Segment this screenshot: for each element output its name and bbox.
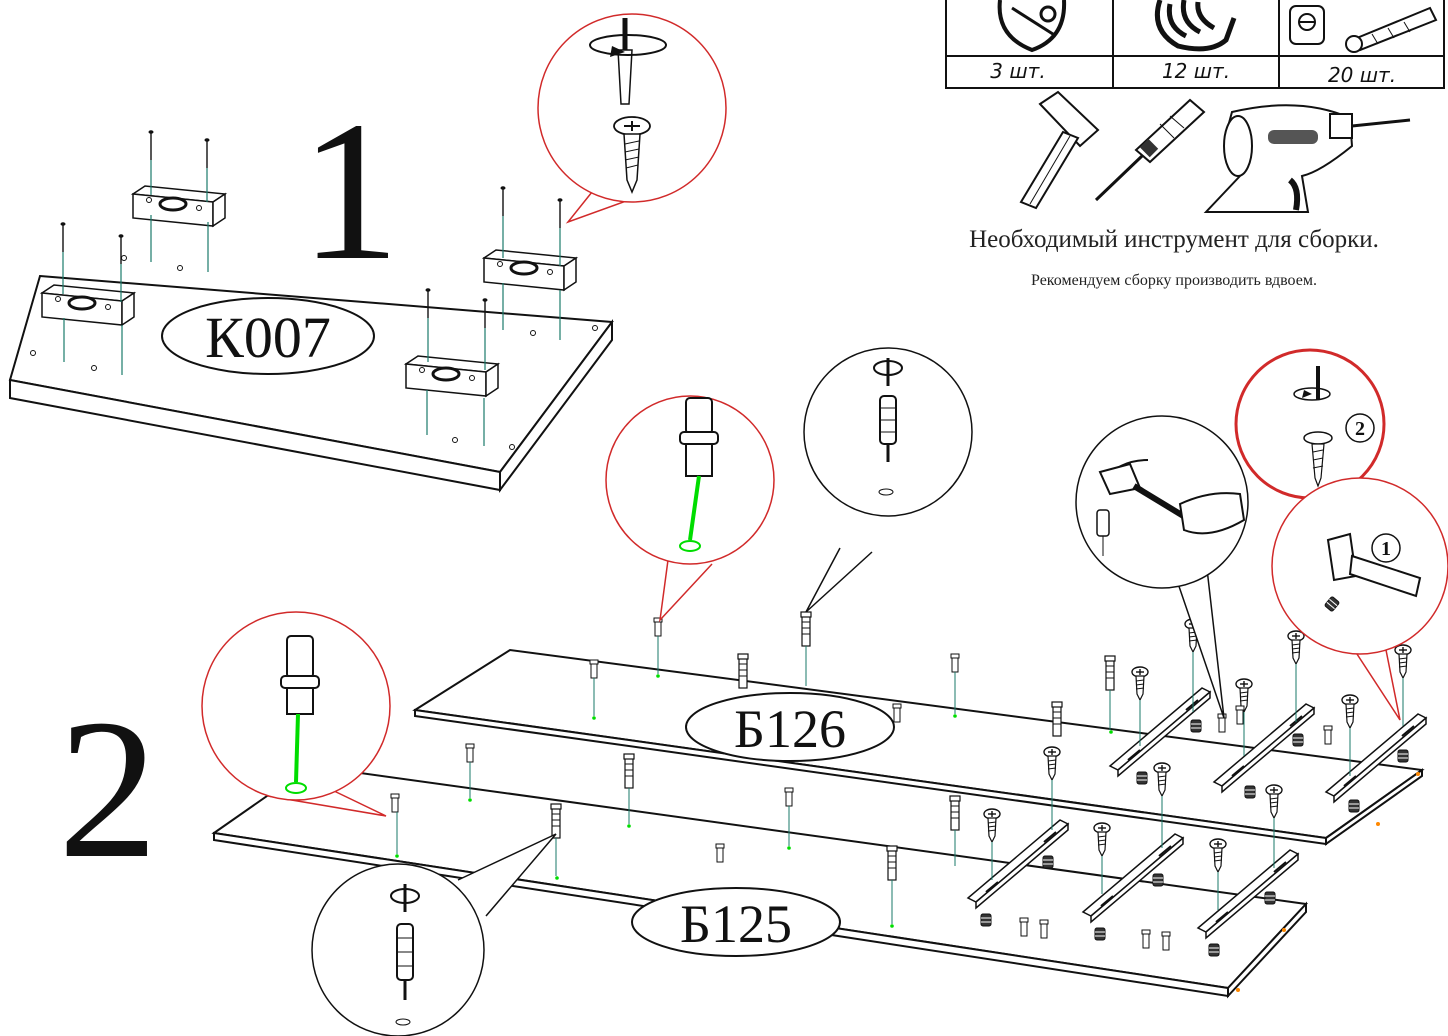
panel-label-k007: К007: [161, 297, 375, 375]
order-number-2: 2: [1355, 418, 1365, 440]
hardware-table: 3 шт. 12 шт. 20 шт.: [945, 0, 1445, 89]
step-2-number: 2: [58, 679, 158, 900]
tools-illustration: [1019, 90, 1411, 213]
shelf-fasteners: [390, 611, 1116, 928]
rail-screws: [983, 618, 1412, 910]
coupler-detail-callout: [803, 347, 973, 613]
hardware-qty: 20 шт.: [1328, 63, 1396, 87]
screw-detail-callout: [537, 13, 727, 224]
coupler-detail-callout: [311, 833, 557, 1036]
svg-text:К007: К007: [205, 305, 331, 370]
panel-k007: [8, 255, 614, 494]
hardware-qty: 3 шт.: [990, 59, 1045, 83]
mounting-block: [482, 185, 578, 340]
dowel-sleeve-icon: [1154, 0, 1237, 52]
eccentric-coupler-icon: [1289, 5, 1438, 53]
screwdriver-icon: [1094, 98, 1206, 202]
step-1-number: 1: [300, 81, 400, 302]
shelf-b126: [412, 648, 1425, 846]
drill-icon: [1203, 104, 1411, 213]
hammer-order-callout: 1: [1271, 477, 1448, 721]
step-2-group: 2 Б126 Б125: [58, 347, 1448, 1036]
mounting-block: [404, 287, 500, 446]
dowel-glue-callout: [605, 395, 775, 623]
hammer-callout: [1075, 415, 1249, 719]
svg-text:Б126: Б126: [734, 699, 846, 759]
mounting-block: [131, 129, 227, 272]
mounting-block: [40, 221, 136, 375]
hardware-qty: 12 шт.: [1162, 59, 1230, 83]
panel-label-b126: Б126: [685, 692, 895, 762]
cam-lock-icon: [997, 0, 1067, 53]
tools-note: Рекомендуем сборку производить вдвоем.: [1031, 272, 1317, 289]
screw-order-callout: 2: [1234, 348, 1386, 500]
step-1-group: 1 К007: [8, 13, 727, 494]
tools-caption: Необходимый инструмент для сборки.: [969, 226, 1379, 253]
panel-label-b125: Б125: [631, 887, 841, 957]
hammer-icon: [1019, 90, 1100, 210]
order-number-1: 1: [1381, 538, 1391, 560]
dowel-glue-callout: [201, 611, 391, 817]
svg-text:Б125: Б125: [680, 894, 792, 954]
